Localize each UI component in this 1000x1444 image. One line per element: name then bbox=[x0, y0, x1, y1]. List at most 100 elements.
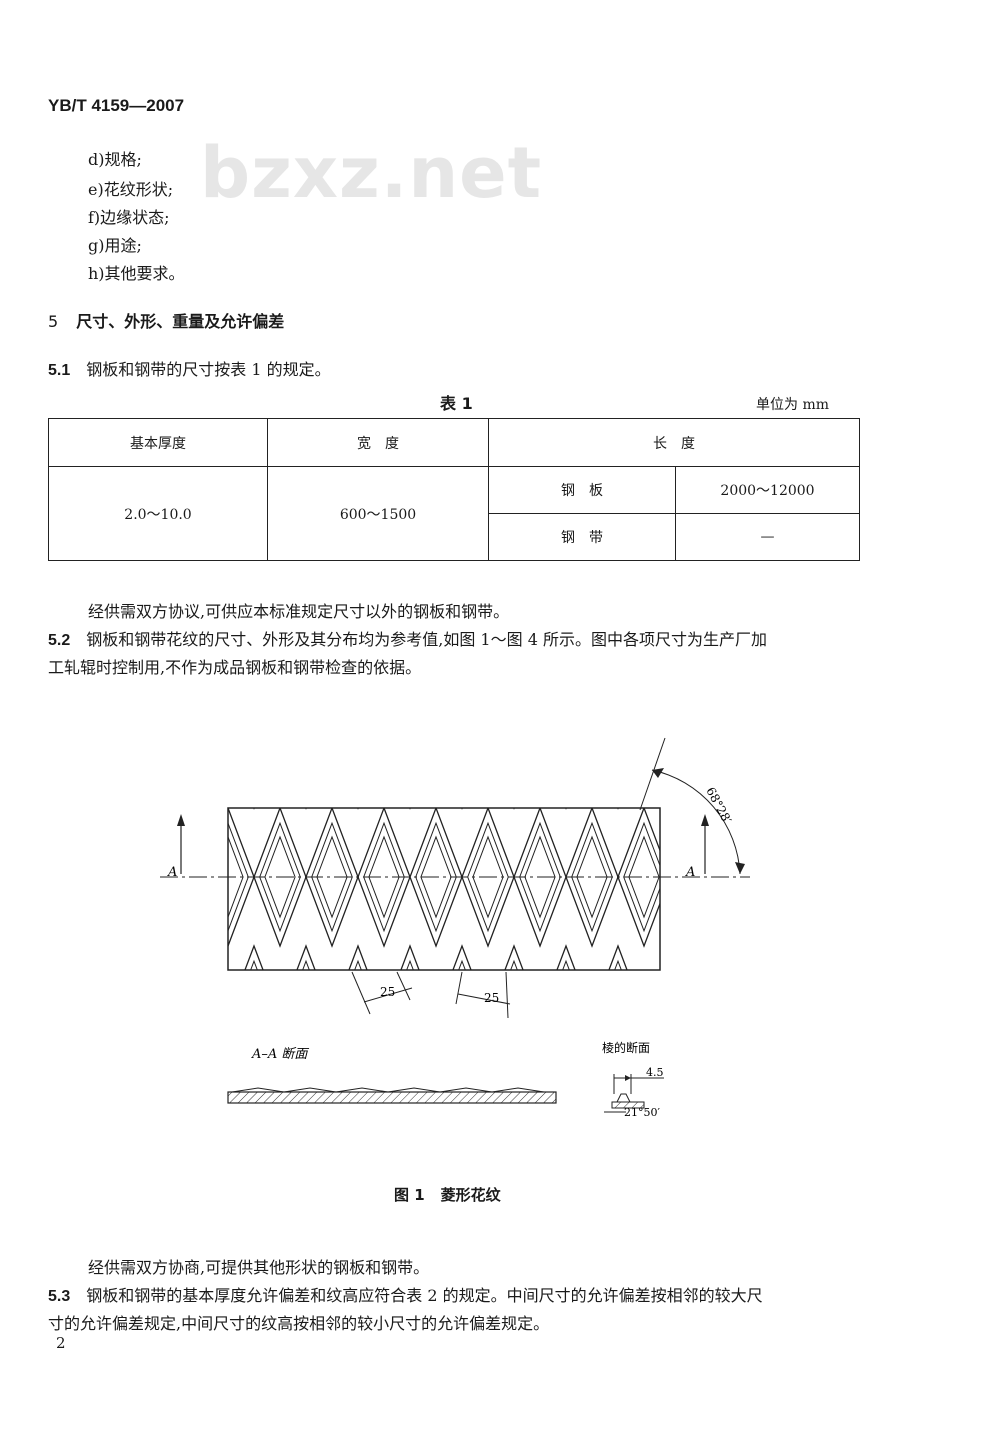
diamond-ridge bbox=[176, 946, 228, 1084]
diamond-ridge bbox=[562, 959, 570, 970]
diamond-ridge bbox=[312, 1099, 353, 1207]
diamond-pattern-plate bbox=[176, 670, 800, 1222]
note-after-table: 经供需双方协议,可供应本标准规定尺寸以外的钢板和钢带。 bbox=[88, 602, 510, 621]
diamond-ridge bbox=[395, 975, 425, 1055]
pitch-dimension-left: 25 bbox=[351, 971, 413, 1015]
diamond-ridge bbox=[368, 835, 400, 919]
diamond-ridge bbox=[571, 821, 613, 933]
pitch-dimension-right: 25 bbox=[455, 971, 511, 1019]
clause-5-2-line2: 工轧辊时控制用,不作为成品钢板和钢带检查的依据。 bbox=[48, 658, 422, 677]
diamond-ridge bbox=[696, 946, 748, 1084]
section-arrow-right: A bbox=[685, 814, 709, 880]
diamond-ridge bbox=[504, 944, 524, 970]
diamond-ridge bbox=[598, 685, 639, 793]
diamond-ridge bbox=[707, 699, 737, 779]
diamond-ridge bbox=[461, 808, 515, 948]
cell-width: 600～1500 bbox=[267, 466, 489, 561]
diamond-ridge bbox=[565, 808, 567, 810]
diamond-ridge bbox=[395, 699, 425, 779]
diamond-ridge bbox=[348, 944, 368, 970]
diamond-ridge bbox=[519, 821, 561, 933]
diamond-ridge bbox=[499, 699, 529, 779]
diamond-ridge bbox=[670, 1084, 722, 1222]
diamond-ridge bbox=[338, 685, 379, 793]
clause-number: 5.1 bbox=[48, 362, 71, 379]
diamond-ridge bbox=[363, 821, 405, 933]
pitch-label-left: 25 bbox=[380, 985, 395, 999]
diamond-ridge bbox=[228, 821, 249, 933]
section-arrow-left: A bbox=[167, 814, 185, 880]
diamond-ridge bbox=[306, 1084, 358, 1222]
diamond-ridge bbox=[305, 808, 307, 810]
diamond-ridge bbox=[702, 685, 743, 793]
diamond-ridge bbox=[566, 1084, 618, 1222]
angle-label: 68°28′ bbox=[703, 785, 734, 826]
diamond-ridge bbox=[696, 670, 748, 808]
diamond-ridge bbox=[722, 1084, 774, 1222]
diamond-ridge bbox=[565, 808, 619, 948]
table-unit: 单位为 mm bbox=[756, 397, 830, 413]
diamond-ridge bbox=[572, 1099, 613, 1207]
diamond-ridge bbox=[264, 835, 296, 919]
diamond-ridge bbox=[420, 835, 452, 919]
diamond-ridge bbox=[447, 975, 477, 1055]
diamond-ridge bbox=[291, 975, 321, 1055]
diamond-ridge bbox=[728, 1099, 769, 1207]
diamond-ridge bbox=[311, 821, 353, 933]
diamond-ridge bbox=[254, 1084, 306, 1222]
diamond-ridge bbox=[733, 1113, 763, 1193]
diamond-ridge bbox=[623, 821, 660, 933]
clause-text: 钢板和钢带的尺寸按表 1 的规定。 bbox=[86, 360, 331, 379]
standard-code: YB/T 4159—2007 bbox=[48, 96, 185, 115]
ridge-section-title: 棱的断面 bbox=[602, 1040, 650, 1055]
diamond-ridge bbox=[239, 699, 269, 779]
clause-5-1: 5.1 钢板和钢带的尺寸按表 1 的规定。 bbox=[48, 356, 331, 380]
diamond-ridge bbox=[260, 1099, 301, 1207]
ridge-width-label: 4.5 bbox=[646, 1066, 664, 1079]
diamond-ridge bbox=[629, 1113, 659, 1193]
watermark-text: bzxz.net bbox=[200, 132, 543, 214]
diamond-ridge bbox=[239, 975, 269, 1055]
pitch-label-right: 25 bbox=[484, 991, 499, 1005]
clause-number: 5.3 bbox=[48, 1288, 71, 1305]
diamond-ridge bbox=[406, 959, 414, 970]
diamond-ridge bbox=[187, 975, 217, 1055]
note-after-figure: 经供需双方协商,可提供其他形状的钢板和钢带。 bbox=[88, 1258, 430, 1277]
diamond-ridge bbox=[461, 808, 463, 810]
diamond-ridge bbox=[546, 685, 587, 793]
diamond-ridge bbox=[655, 699, 685, 779]
diamond-ridge bbox=[494, 685, 535, 793]
diamond-ridge bbox=[748, 670, 800, 808]
diamond-ridge bbox=[357, 808, 411, 948]
diamond-ridge bbox=[343, 699, 373, 779]
diamond-ridge bbox=[182, 961, 223, 1069]
diamond-ridge bbox=[617, 808, 619, 810]
diamond-ridge bbox=[556, 944, 576, 970]
diamond-ridge bbox=[253, 808, 255, 810]
figure-number: 图 1 bbox=[394, 1186, 425, 1204]
figure-title: 菱形花纹 bbox=[440, 1186, 501, 1204]
diamond-ridge bbox=[390, 685, 431, 793]
diamond-ridge bbox=[510, 959, 518, 970]
diamond-ridge bbox=[513, 808, 515, 810]
diamond-ridge bbox=[286, 685, 327, 793]
diamond-ridge bbox=[650, 685, 691, 793]
diamond-ridge bbox=[415, 821, 457, 933]
diamond-ridge bbox=[228, 835, 244, 919]
diamond-ridge bbox=[357, 808, 359, 810]
diamond-ridge bbox=[748, 946, 800, 1084]
page-number: 2 bbox=[56, 1334, 66, 1352]
diamond-ridge bbox=[409, 808, 463, 948]
diamond-ridge bbox=[577, 1113, 607, 1193]
diamond-ridge bbox=[520, 1099, 561, 1207]
diamond-ridge bbox=[291, 699, 321, 779]
diamond-ridge bbox=[244, 944, 264, 970]
cell-type-strip: 钢 带 bbox=[488, 513, 676, 561]
diamond-ridge bbox=[472, 835, 504, 919]
diamond-ridge bbox=[208, 1099, 249, 1207]
diamond-ridge bbox=[213, 1113, 243, 1193]
ridge-section-detail: 4.5 21°50′ bbox=[604, 1066, 664, 1119]
diamond-ridge bbox=[754, 685, 795, 793]
